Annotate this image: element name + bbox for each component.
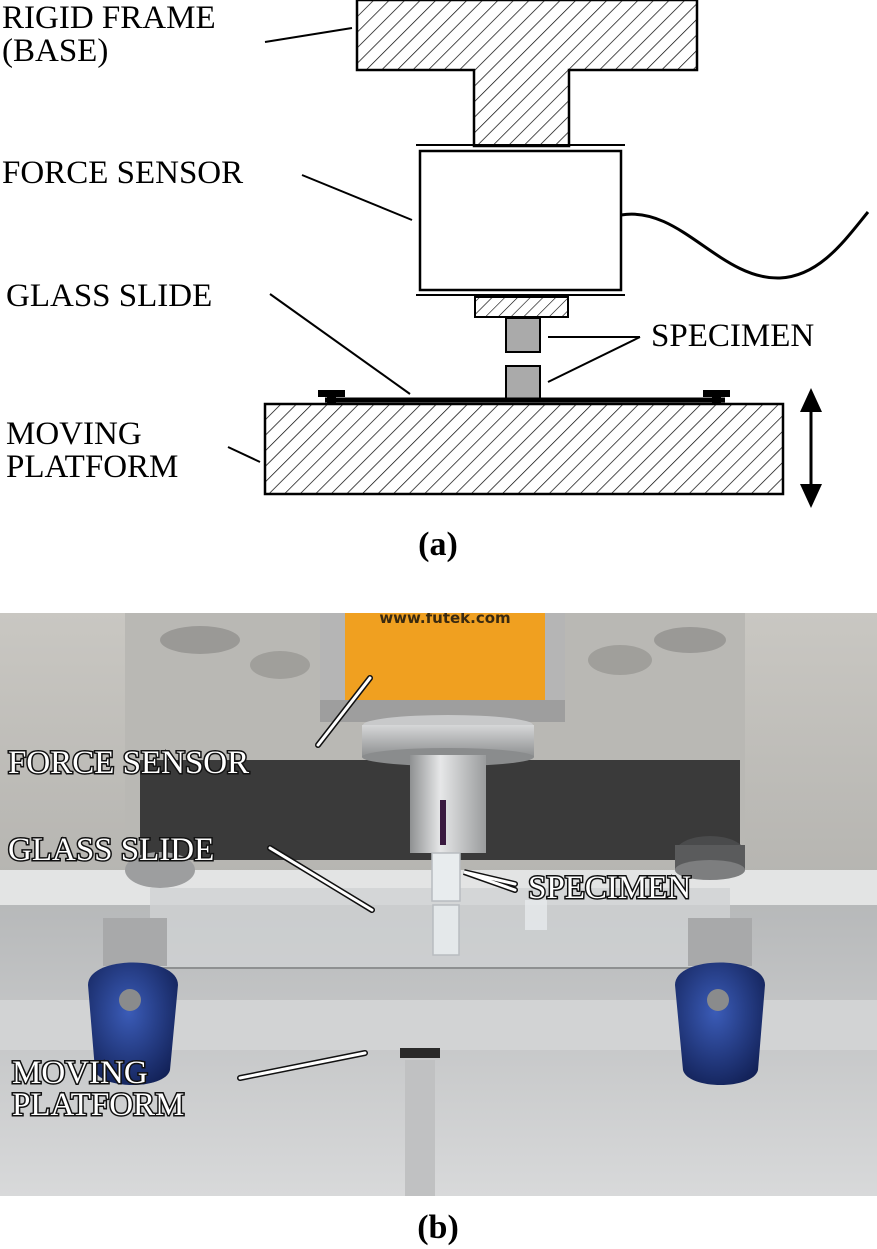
sensor-cable [620,211,870,280]
motion-arrow [800,388,822,508]
photo-sensor-label [345,613,545,701]
photo-specimen-upper [431,852,461,902]
photo-label-glass-slide: GLASS SLIDE [8,832,214,868]
adapter-block [474,296,569,318]
rigid-frame-shape [355,0,699,148]
photo-label-moving-platform-line1: MOVING [12,1055,148,1091]
specimen-lower [505,365,541,401]
label-rigid-frame-line2: (BASE) [2,33,108,69]
photo-brand-text: www.futek.com [379,609,510,627]
force-sensor-box [418,149,623,292]
label-moving-platform-line2: PLATFORM [6,449,178,485]
photo-post [410,755,486,853]
photo-b: www.futek.com [0,609,877,1246]
specimen-upper [505,317,541,353]
caption-b: (b) [417,1209,459,1246]
clamp-left [318,390,345,411]
photo-connector-left [88,918,178,1085]
photo-label-force-sensor: FORCE SENSOR [8,745,249,781]
photo-specimen-lower [432,904,460,956]
photo-connector-right [675,918,765,1085]
label-force-sensor: FORCE SENSOR [2,155,243,191]
photo-label-moving-platform-line2: PLATFORM [12,1087,184,1123]
label-specimen: SPECIMEN [651,318,814,354]
label-moving-platform-line1: MOVING [6,416,142,452]
diagram-a: RIGID FRAME (BASE) FORCE SENSOR GLASS SL… [2,0,870,563]
photo-label-specimen: SPECIMEN [528,870,691,906]
label-glass-slide: GLASS SLIDE [6,278,212,314]
moving-platform-box [263,402,785,496]
label-rigid-frame-line1: RIGID FRAME [2,0,216,36]
clamp-right [703,390,730,411]
caption-a: (a) [418,526,458,563]
